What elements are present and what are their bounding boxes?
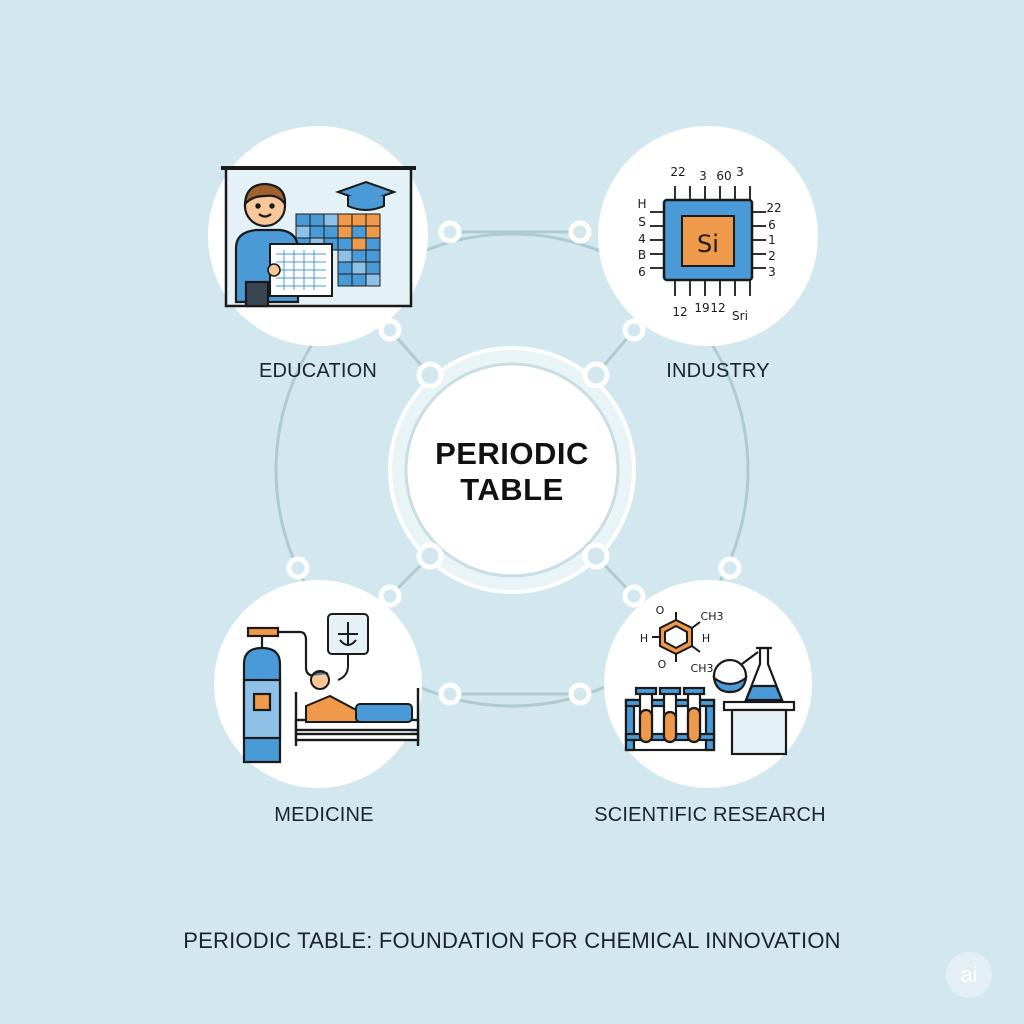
industry-label: INDUSTRY bbox=[666, 360, 770, 382]
center-node-title: PERIODIC TABLE bbox=[392, 436, 632, 508]
oxygen-tank-icon bbox=[242, 626, 317, 764]
hospital-bed-icon bbox=[294, 688, 420, 746]
center-node bbox=[404, 362, 620, 578]
connector-dots bbox=[286, 220, 742, 706]
microchip-pins bbox=[650, 186, 766, 296]
pin-label-left-4: B bbox=[638, 248, 646, 262]
molecule-icon bbox=[652, 612, 701, 662]
periodic-table-grid-icon bbox=[295, 213, 381, 287]
molecule-label-1: O bbox=[656, 604, 665, 617]
handheld-table-chart-icon bbox=[267, 243, 333, 297]
chip-symbol: Si bbox=[697, 230, 719, 258]
scientific-research-label: SCIENTIFIC RESEARCH bbox=[594, 804, 826, 826]
pin-label-top-1: 22 bbox=[670, 165, 685, 179]
pin-label-right-3: 1 bbox=[768, 233, 776, 247]
pin-label-left-2: S bbox=[638, 215, 646, 229]
flask-icon bbox=[712, 646, 784, 702]
center-title-line-2: TABLE bbox=[460, 472, 564, 507]
diagram-caption: PERIODIC TABLE: FOUNDATION FOR CHEMICAL … bbox=[183, 928, 841, 953]
molecule-label-3: H bbox=[640, 632, 648, 645]
medicine-node bbox=[214, 580, 422, 788]
pin-label-bottom-3: 12 bbox=[710, 301, 725, 315]
molecule-label-6: CH3 bbox=[691, 662, 714, 675]
medicine-label: MEDICINE bbox=[274, 804, 374, 826]
education-node bbox=[208, 126, 428, 346]
chip-pin-labels: 22 3 60 3 H S 4 B 6 22 6 1 2 3 12 19 12 … bbox=[637, 165, 781, 323]
pin-label-bottom-1: 12 bbox=[672, 305, 687, 319]
pin-label-top-4: 3 bbox=[736, 165, 744, 179]
pin-label-top-3: 60 bbox=[716, 169, 731, 183]
molecule-label-4: H bbox=[702, 632, 710, 645]
pin-label-left-5: 6 bbox=[638, 265, 646, 279]
outer-connector-ring bbox=[274, 232, 750, 708]
center-title-line-1: PERIODIC bbox=[435, 436, 589, 471]
education-label: EDUCATION bbox=[258, 360, 378, 382]
industry-node: Si 22 3 60 3 H S 4 B 6 22 6 1 2 3 12 19 … bbox=[598, 126, 818, 346]
pin-label-right-2: 6 bbox=[768, 218, 776, 232]
graduation-cap-icon bbox=[335, 180, 397, 211]
iv-bag-icon bbox=[327, 613, 369, 681]
molecule-label-5: O bbox=[658, 658, 667, 671]
pin-label-right-1: 22 bbox=[766, 201, 781, 215]
patient-figure-icon bbox=[305, 670, 413, 723]
ai-watermark-badge: ai bbox=[946, 952, 992, 998]
pin-label-right-4: 2 bbox=[768, 249, 776, 263]
research-node: O CH3 H H O CH3 bbox=[604, 580, 812, 788]
pin-label-bottom-4: Sri bbox=[732, 309, 748, 323]
lab-bench-icon bbox=[722, 700, 796, 756]
pin-label-top-2: 3 bbox=[699, 169, 707, 183]
pin-label-bottom-2: 19 bbox=[694, 301, 709, 315]
silicon-tile bbox=[681, 215, 735, 267]
pin-label-right-5: 3 bbox=[768, 265, 776, 279]
pin-label-left-3: 4 bbox=[638, 232, 646, 246]
molecule-label-2: CH3 bbox=[701, 610, 724, 623]
pin-label-left-1: H bbox=[637, 197, 646, 211]
molecule-labels: O CH3 H H O CH3 bbox=[640, 604, 724, 675]
test-tube-rack-icon bbox=[624, 686, 716, 752]
